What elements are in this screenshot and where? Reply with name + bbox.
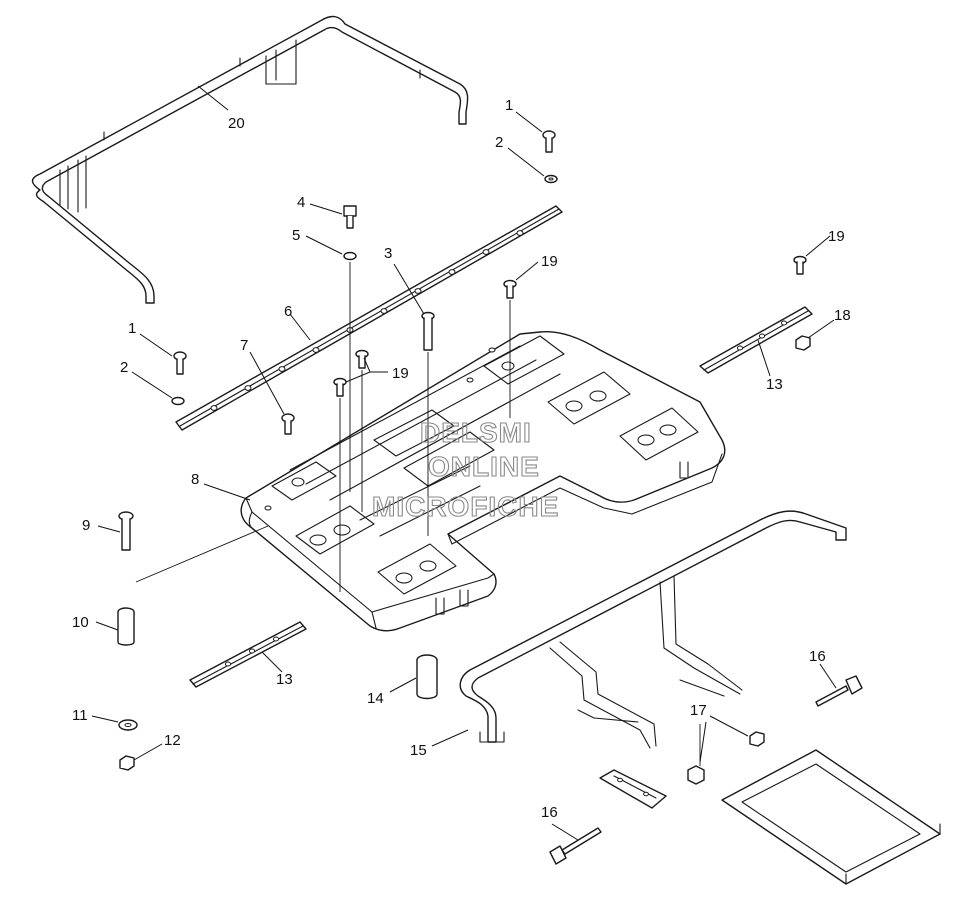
lower-rail-15: [459, 510, 847, 749]
spacer-14: [416, 654, 438, 700]
callout-12: 12: [164, 732, 181, 749]
callout-16-right: 16: [809, 648, 826, 665]
washer-2-left: [171, 396, 185, 406]
callout-20: 20: [228, 115, 245, 132]
bolt-19-left-b: [333, 377, 347, 397]
long-bolt-9: [118, 511, 134, 551]
bolt-19-left-a: [355, 349, 369, 369]
callout-13-left: 13: [276, 671, 293, 688]
callout-1-left: 1: [128, 320, 136, 337]
callout-4: 4: [297, 194, 305, 211]
bolt-1-left: [173, 351, 187, 375]
strip-6-holes: [210, 230, 524, 411]
callout-8: 8: [191, 471, 199, 488]
leader-lines: [91, 85, 837, 841]
bolt-7: [281, 413, 295, 435]
rear-rail-20: [31, 15, 469, 304]
watermark-line-1: DELSMI: [420, 417, 532, 448]
assembly-guide-lines: [135, 262, 701, 766]
nut-17-b: [687, 765, 705, 785]
bolt-16-bottom: [549, 827, 602, 865]
pin-3: [421, 311, 435, 351]
callout-6: 6: [284, 303, 292, 320]
bolt-16-right: [815, 675, 863, 707]
watermark: DELSMI ONLINE MICROFICHE: [371, 416, 559, 522]
callout-16-bottom: 16: [541, 804, 558, 821]
callout-1-top: 1: [505, 97, 513, 114]
rack-8-cutouts: [264, 335, 699, 595]
washer-5: [343, 251, 357, 261]
callout-3: 3: [384, 245, 392, 262]
rack-strip-13-right: [699, 306, 813, 374]
callout-18: 18: [834, 307, 851, 324]
callout-17: 17: [690, 702, 707, 719]
callout-19-center: 19: [541, 253, 558, 270]
rack-strip-13-left: [189, 621, 307, 688]
base-frame: [721, 749, 941, 885]
watermark-line-3: MICROFICHE: [372, 491, 559, 522]
mounting-plate: [599, 769, 667, 809]
nut-12: [119, 755, 135, 771]
callout-11: 11: [72, 707, 88, 724]
bolt-1-top: [542, 130, 556, 153]
callout-2-left: 2: [120, 359, 128, 376]
mounting-strip-6: [175, 205, 563, 431]
rear-rack-8: [240, 330, 726, 632]
nut-18: [795, 335, 811, 351]
callout-5: 5: [292, 227, 300, 244]
bolt-19-right: [793, 255, 807, 275]
bolt-4: [343, 205, 357, 229]
callout-19-left: 19: [392, 365, 409, 382]
callout-labels: 1 2 20 4 5 3 19 19 19 6 1 2 7 18 13 8 9 …: [72, 97, 851, 821]
callout-7: 7: [240, 337, 248, 354]
callout-13-right: 13: [766, 376, 783, 393]
callout-2-top: 2: [495, 134, 503, 151]
callout-14: 14: [367, 690, 384, 707]
callout-19-right: 19: [828, 228, 845, 245]
watermark-line-2: ONLINE: [428, 451, 540, 482]
callout-10: 10: [72, 614, 89, 631]
spacer-10: [117, 607, 135, 646]
bolt-19-center: [503, 279, 517, 299]
callout-15: 15: [410, 742, 427, 759]
nut-17-a: [749, 731, 765, 747]
callout-9: 9: [82, 517, 90, 534]
